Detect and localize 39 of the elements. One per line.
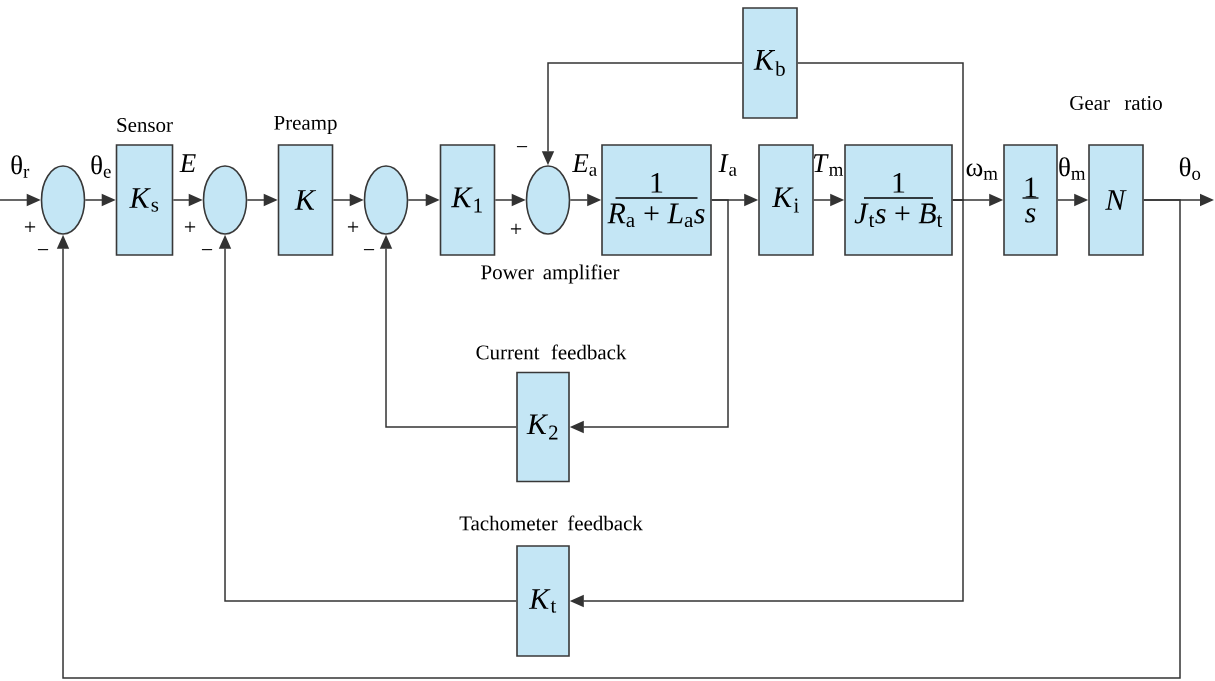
sign-label: +	[184, 221, 196, 232]
signal-label: θ$_{o}$	[1179, 157, 1201, 180]
signal-label: ω$_{m}$	[966, 163, 998, 180]
transfer-function-block: 1 R$_{a}$ + L$_{a}$s	[601, 144, 712, 256]
block-title: Sensor	[117, 117, 173, 132]
signal-line	[797, 62, 964, 201]
gain-block: K	[277, 144, 334, 256]
signal-arrow	[56, 199, 1181, 679]
gain-block: N	[1088, 144, 1144, 256]
summing-junction	[525, 165, 571, 235]
signal-label: E	[179, 154, 196, 172]
block-title: Gear ratio	[1070, 95, 1162, 110]
signal-label: θ$_{m}$	[1059, 157, 1086, 180]
sign-label: −	[201, 249, 213, 251]
sign-label: −	[516, 146, 528, 148]
sign-label: −	[363, 249, 375, 251]
summing-junction	[202, 165, 248, 235]
gain-block: K$_{s}$	[115, 144, 174, 256]
gain-block: K$_{1}$	[439, 144, 496, 256]
sign-label: −	[37, 249, 49, 251]
block-title: Current feedback	[476, 344, 627, 360]
gain-block: K$_{2}$	[516, 371, 570, 483]
block-title: Preamp	[274, 115, 337, 135]
group-label: Power amplifier	[481, 264, 620, 284]
gain-block: K$_{i}$	[758, 144, 814, 256]
block-title: Tachometer feedback	[459, 515, 643, 531]
transfer-function-block: 1 s	[1003, 144, 1058, 256]
signal-label: I$_{a}$	[718, 154, 737, 176]
summing-junction	[363, 165, 409, 235]
sign-label: +	[510, 223, 522, 234]
transfer-function-block: 1 J$_{t}$s + B$_{t}$	[844, 144, 953, 256]
summing-junction	[40, 165, 86, 235]
signal-label: θ$_{e}$	[91, 155, 111, 178]
gain-block: K$_{b}$	[742, 7, 798, 119]
sign-label: +	[347, 221, 359, 232]
signal-label: T$_{m}$	[813, 154, 844, 176]
gain-block: K$_{t}$	[516, 545, 570, 657]
signal-label: θ$_{r}$	[11, 155, 30, 178]
signal-label: E$_{a}$	[572, 154, 597, 176]
